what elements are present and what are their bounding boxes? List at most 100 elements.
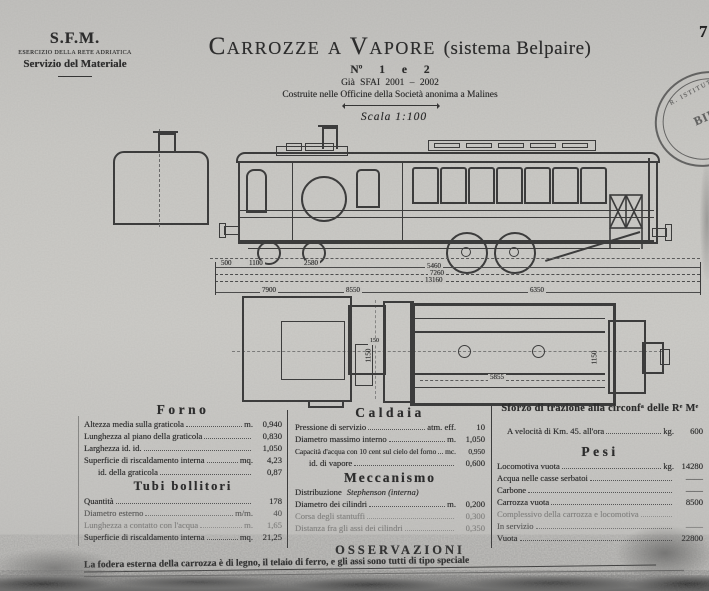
row-value: 0,950: [468, 447, 485, 456]
row-unit: m.: [244, 520, 253, 530]
row-label: Altezza media sulla graticola: [84, 419, 184, 429]
leader-dots: [528, 491, 672, 493]
row-value: 0,940: [262, 419, 282, 429]
row-unit: m/m.: [235, 508, 253, 518]
pv-buffer-tip: [660, 349, 670, 365]
table-row: Carbone ——: [497, 483, 703, 495]
dimension-label: 6350: [528, 286, 546, 294]
sv-wheel-hub-2: [509, 247, 519, 257]
row-unit: mq.: [239, 455, 253, 465]
sv-buffer-left-head: [219, 223, 226, 238]
sv-wheel-hub-1: [461, 247, 471, 257]
row-label: id. di vapore: [309, 458, 353, 468]
table-row: Diametro dei cilindri m. 0,200: [295, 497, 485, 509]
row-value: ——: [685, 473, 703, 483]
table-row: Diametro esterno m/m. 40: [84, 506, 282, 518]
row-label: A velocità di Km. 45. all'ora: [507, 426, 605, 436]
row-label: Pressione di servizio: [295, 422, 367, 432]
table-rule-2: [491, 404, 492, 548]
row-value: Stephenson (interna): [346, 487, 419, 497]
sv-chimney-cap: [318, 125, 338, 127]
org-subtitle: ESERCIZIO DELLA RETE ADRIATICA: [18, 50, 132, 56]
leader-dots: [354, 464, 454, 466]
row-value: 40: [273, 508, 282, 518]
row-value: ——: [685, 485, 703, 495]
dim-tick-right: [700, 262, 701, 295]
sv-panel-line-2: [402, 161, 403, 240]
row-label: Diametro esterno: [84, 508, 144, 518]
leader-dots: [159, 473, 251, 475]
leader-dots: [185, 425, 243, 427]
row-unit: m.: [447, 499, 456, 509]
row-label: Diametro dei cilindri: [295, 499, 368, 509]
row-label: Acqua nelle casse serbatoi: [497, 473, 588, 483]
sv-clerestory-light-1: [434, 143, 460, 148]
row-value: 21,25: [262, 532, 282, 542]
leader-dots: [438, 452, 444, 454]
leader-dots: [206, 538, 238, 540]
table-rule-1: [287, 410, 288, 548]
sv-window-4: [496, 167, 523, 204]
dim-line-2: [215, 274, 700, 275]
table-rule-left-faint: [78, 416, 79, 546]
dimension-label: 2580: [302, 259, 320, 267]
sv-porthole: [301, 176, 347, 222]
tubi-title: Tubi bollitori: [133, 479, 233, 493]
title-divider: [342, 102, 440, 109]
row-value: 1,050: [262, 443, 282, 453]
pv-bench-line-1: [415, 318, 605, 319]
leader-dots: [404, 529, 454, 531]
former-designation: Già SFAI 2001 – 2002: [341, 78, 439, 88]
pv-bench-line-4: [415, 387, 605, 388]
sv-window-5: [524, 167, 551, 204]
row-value: 8500: [685, 497, 703, 507]
sv-cab-window: [356, 169, 380, 208]
leader-dots: [535, 527, 672, 529]
fv-chimney-cap: [153, 131, 178, 133]
dimension-label: 1150: [364, 348, 373, 363]
sv-window-6: [552, 167, 579, 204]
dim-tick-left: [215, 262, 216, 295]
builder-line: Costruite nelle Officine della Società a…: [282, 90, 498, 100]
row-label: Lunghezza al piano della graticola: [84, 431, 203, 441]
row-value: 0,200: [465, 499, 485, 509]
dimension-label: 150: [368, 338, 381, 345]
row-unit: kg.: [663, 461, 674, 471]
row-label: Complessivo della carrozza e locomotiva: [497, 509, 639, 519]
fv-body: [113, 151, 209, 225]
pv-detail-circle-1: [458, 345, 471, 358]
leader-dots: [206, 461, 238, 463]
row-label: Larghezza id. id.: [84, 443, 142, 453]
sv-waist-line-2: [240, 217, 654, 218]
leader-dots: [368, 428, 426, 430]
leader-dots: [143, 449, 251, 451]
dimension-label: 7900: [260, 286, 278, 294]
pv-bench-line-3: [415, 373, 605, 375]
sv-window-1: [412, 167, 439, 204]
leader-dots: [589, 479, 672, 481]
row-label: Distanza fra gli assi dei cilindri: [295, 523, 403, 533]
row-unit: m.: [447, 434, 456, 444]
row-value: 0,830: [262, 431, 282, 441]
leader-dots: [200, 526, 243, 528]
row-label: Carbone: [497, 485, 527, 495]
pv-boiler-inner: [281, 321, 345, 380]
scan-edge-band: [0, 575, 709, 591]
row-label: Diametro massimo interno: [295, 434, 387, 444]
table-row: Acqua nelle casse serbatoi ——: [497, 471, 703, 483]
row-label: Superficie di riscaldamento interna: [84, 532, 205, 542]
leader-dots: [369, 505, 446, 507]
sv-clerestory-light-4: [530, 143, 556, 148]
row-value: 4,23: [266, 455, 282, 465]
